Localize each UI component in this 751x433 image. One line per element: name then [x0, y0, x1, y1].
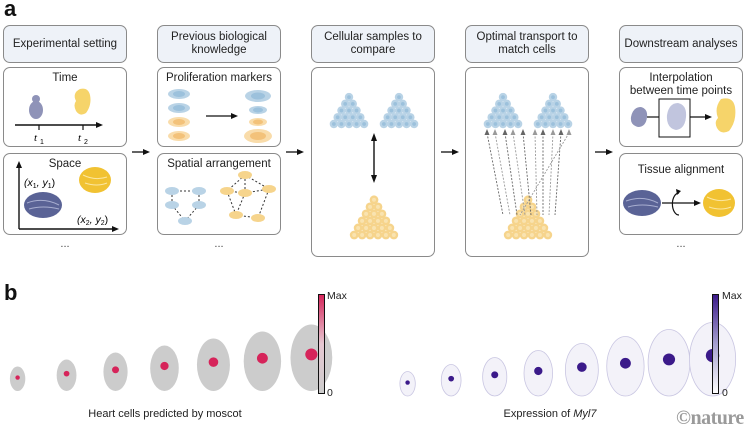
nature-credit: ©nature	[676, 407, 744, 429]
box-title-space: Space	[48, 158, 82, 170]
heart-region	[15, 375, 20, 380]
embryo-section	[9, 366, 26, 391]
tissue-yellow-icon	[703, 189, 735, 217]
spatial-graph-illustration	[165, 171, 276, 225]
embryo-section	[606, 336, 645, 397]
embryo-section	[482, 357, 508, 397]
arrow-right-icon	[286, 149, 304, 155]
time-illustration: t 1 t 2	[15, 88, 103, 146]
t2-label: t	[78, 132, 82, 144]
colorbar-right-max: Max	[722, 290, 742, 302]
heart-region	[256, 352, 268, 364]
source-cell-cluster	[483, 92, 573, 129]
heart-region	[405, 380, 410, 385]
transport-arrow	[554, 132, 562, 216]
caption-right-gene: Myl7	[573, 408, 597, 420]
embryo-section	[243, 331, 282, 391]
source-cell-cluster	[329, 92, 419, 129]
proliferation-illustration	[168, 89, 272, 143]
header-previous-knowledge: Previous biological knowledge	[157, 25, 281, 63]
tissue-yellow-icon	[79, 167, 111, 193]
heart-region	[662, 353, 676, 366]
colorbar-right	[712, 294, 719, 394]
heart-region	[491, 371, 499, 379]
caption-right: Expression of Myl7	[480, 408, 620, 420]
space-illustration: (x1, y1) (x2, y2)	[16, 161, 119, 232]
colorbar-left-min: 0	[327, 387, 333, 399]
arrow-right-icon	[441, 149, 459, 155]
heart-prediction-embryos	[9, 324, 333, 391]
ellipsis-col5: ...	[676, 238, 686, 250]
box-space: Space	[3, 153, 127, 235]
ellipsis-col2: ...	[214, 238, 224, 250]
embryo-section	[103, 352, 128, 391]
header-cellular-samples: Cellular samples to compare	[311, 25, 435, 63]
header-downstream-analyses: Downstream analyses	[619, 25, 743, 63]
optimal-transport-illustration	[483, 92, 573, 240]
colorbar-left-max: Max	[327, 290, 347, 302]
caption-right-prefix: Expression of	[503, 408, 574, 420]
transport-arrow	[548, 132, 554, 216]
heart-region	[534, 366, 543, 376]
embryo-section	[399, 371, 416, 397]
embryo-section	[523, 350, 553, 397]
double-arrow-icon	[371, 133, 377, 183]
panel-a-label: a	[4, 0, 17, 21]
embryo-section	[440, 364, 462, 397]
myl7-expression-embryos	[399, 322, 737, 397]
heart-region	[112, 366, 120, 374]
transport-arrow	[486, 132, 504, 216]
box-title-time: Time	[52, 72, 78, 84]
arrow-right-icon	[132, 149, 150, 155]
target-cell-cluster	[349, 195, 399, 240]
tissue-alignment-illustration	[623, 189, 735, 217]
embryo-section	[56, 359, 77, 391]
coord-2-label: (x2, y2)	[77, 214, 108, 227]
box-title-interpolation: Interpolation between time points	[629, 72, 733, 97]
tissue-purple-icon	[623, 190, 661, 216]
embryo-section	[196, 338, 230, 391]
ellipsis-col1: ...	[60, 238, 70, 250]
tissue-purple-icon	[24, 192, 62, 218]
embryo-late-icon	[74, 88, 91, 115]
header-optimal-transport: Optimal transport to match cells	[465, 25, 589, 63]
t1-label: t	[34, 132, 38, 144]
t1-subscript: 1	[40, 139, 44, 146]
panel-b-label: b	[4, 280, 18, 305]
heart-region	[63, 370, 70, 377]
box-time: Time	[3, 67, 127, 147]
rotation-arrow-icon	[671, 192, 680, 216]
embryo-late-icon	[715, 98, 736, 133]
box-title-proliferation: Proliferation markers	[165, 72, 273, 84]
heart-region	[160, 361, 169, 371]
arrow-right-icon	[595, 149, 613, 155]
caption-left: Heart cells predicted by moscot	[88, 408, 242, 420]
cellular-samples-illustration	[329, 92, 419, 240]
heart-region	[577, 362, 587, 372]
colorbar-left	[318, 294, 325, 394]
heart-region	[448, 375, 455, 382]
transport-arrow	[534, 132, 538, 216]
box-title-tissue-alignment: Tissue alignment	[637, 164, 725, 176]
embryo-section	[647, 329, 691, 397]
header-experimental-setting: Experimental setting	[3, 25, 127, 63]
transport-arrow	[519, 132, 570, 216]
heart-region	[619, 357, 631, 369]
heart-region	[305, 348, 318, 361]
transport-arrows	[484, 129, 572, 216]
embryo-section	[150, 345, 179, 391]
embryo-early-icon	[29, 101, 43, 119]
heart-region	[208, 357, 219, 367]
embryo-early-icon	[630, 107, 648, 127]
transport-arrow	[494, 132, 511, 216]
embryo-interpolated-icon	[666, 103, 687, 130]
embryo-section	[564, 343, 599, 397]
colorbar-right-min: 0	[722, 387, 728, 399]
box-title-spatial: Spatial arrangement	[167, 158, 271, 170]
t2-subscript: 2	[84, 139, 88, 146]
target-cell-cluster	[503, 195, 553, 240]
coord-1-label: (x1, y1)	[24, 177, 55, 190]
interpolation-illustration	[630, 98, 736, 138]
